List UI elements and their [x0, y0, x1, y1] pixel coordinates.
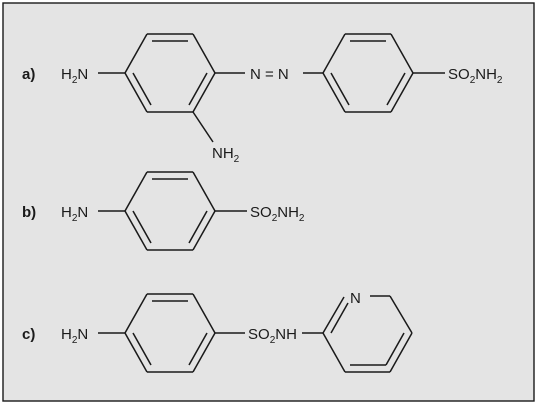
structure-a-tag: a) — [22, 66, 35, 83]
structure-b-amine-label: H2N — [61, 204, 88, 224]
structure-a-ortho-amine-bond — [192, 111, 214, 143]
structure-a-azo-label: N = N — [250, 66, 289, 83]
structure-c-pyridine-n-label: N — [350, 290, 361, 307]
structure-c: c) H2N SO2NH N — [22, 290, 413, 373]
structure-c-benzene-ring — [124, 293, 216, 373]
structure-c-amine-label: H2N — [61, 326, 88, 346]
structure-a-sulfonamide-label: SO2NH2 — [448, 66, 503, 86]
structure-a-benzene-ring-left — [124, 33, 216, 113]
structure-a-ortho-amine-label: NH2 — [212, 145, 240, 165]
structure-a-benzene-ring-right — [322, 33, 414, 113]
structure-a-amine-label: H2N — [61, 66, 88, 86]
structure-a: a) H2N NH2 N = N — [22, 33, 503, 165]
structure-b: b) H2N SO2NH2 — [22, 171, 305, 251]
structure-b-sulfonamide-label: SO2NH2 — [250, 204, 305, 224]
structure-c-tag: c) — [22, 326, 35, 343]
structure-c-pyridine-ring — [322, 295, 413, 373]
structure-b-tag: b) — [22, 204, 36, 221]
structure-b-benzene-ring — [124, 171, 216, 251]
structure-c-sulfonamide-label: SO2NH — [248, 326, 297, 346]
